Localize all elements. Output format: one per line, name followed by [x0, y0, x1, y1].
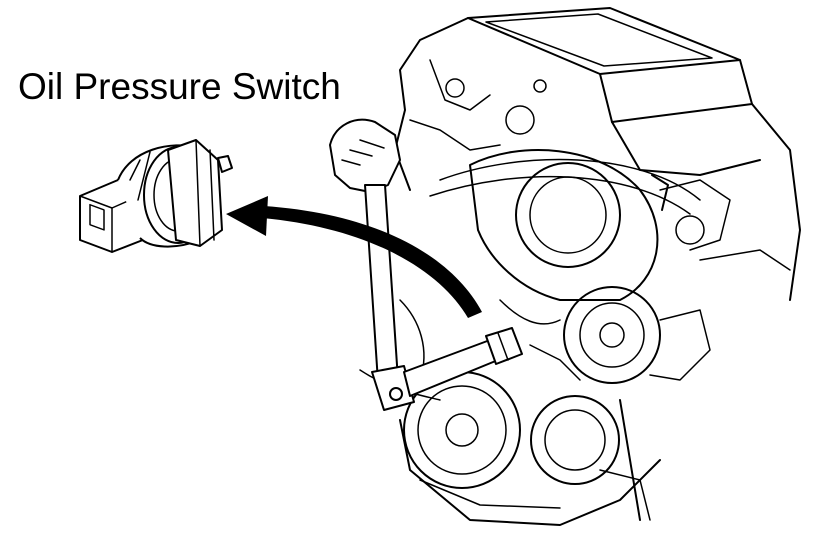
- oil-pressure-switch-drawing: [79, 139, 233, 253]
- engine-block-drawing: [359, 7, 801, 526]
- socket-wrench-drawing: [329, 118, 523, 411]
- oil-pressure-switch-label: Oil Pressure Switch: [18, 66, 341, 107]
- removal-arrow: [226, 196, 482, 318]
